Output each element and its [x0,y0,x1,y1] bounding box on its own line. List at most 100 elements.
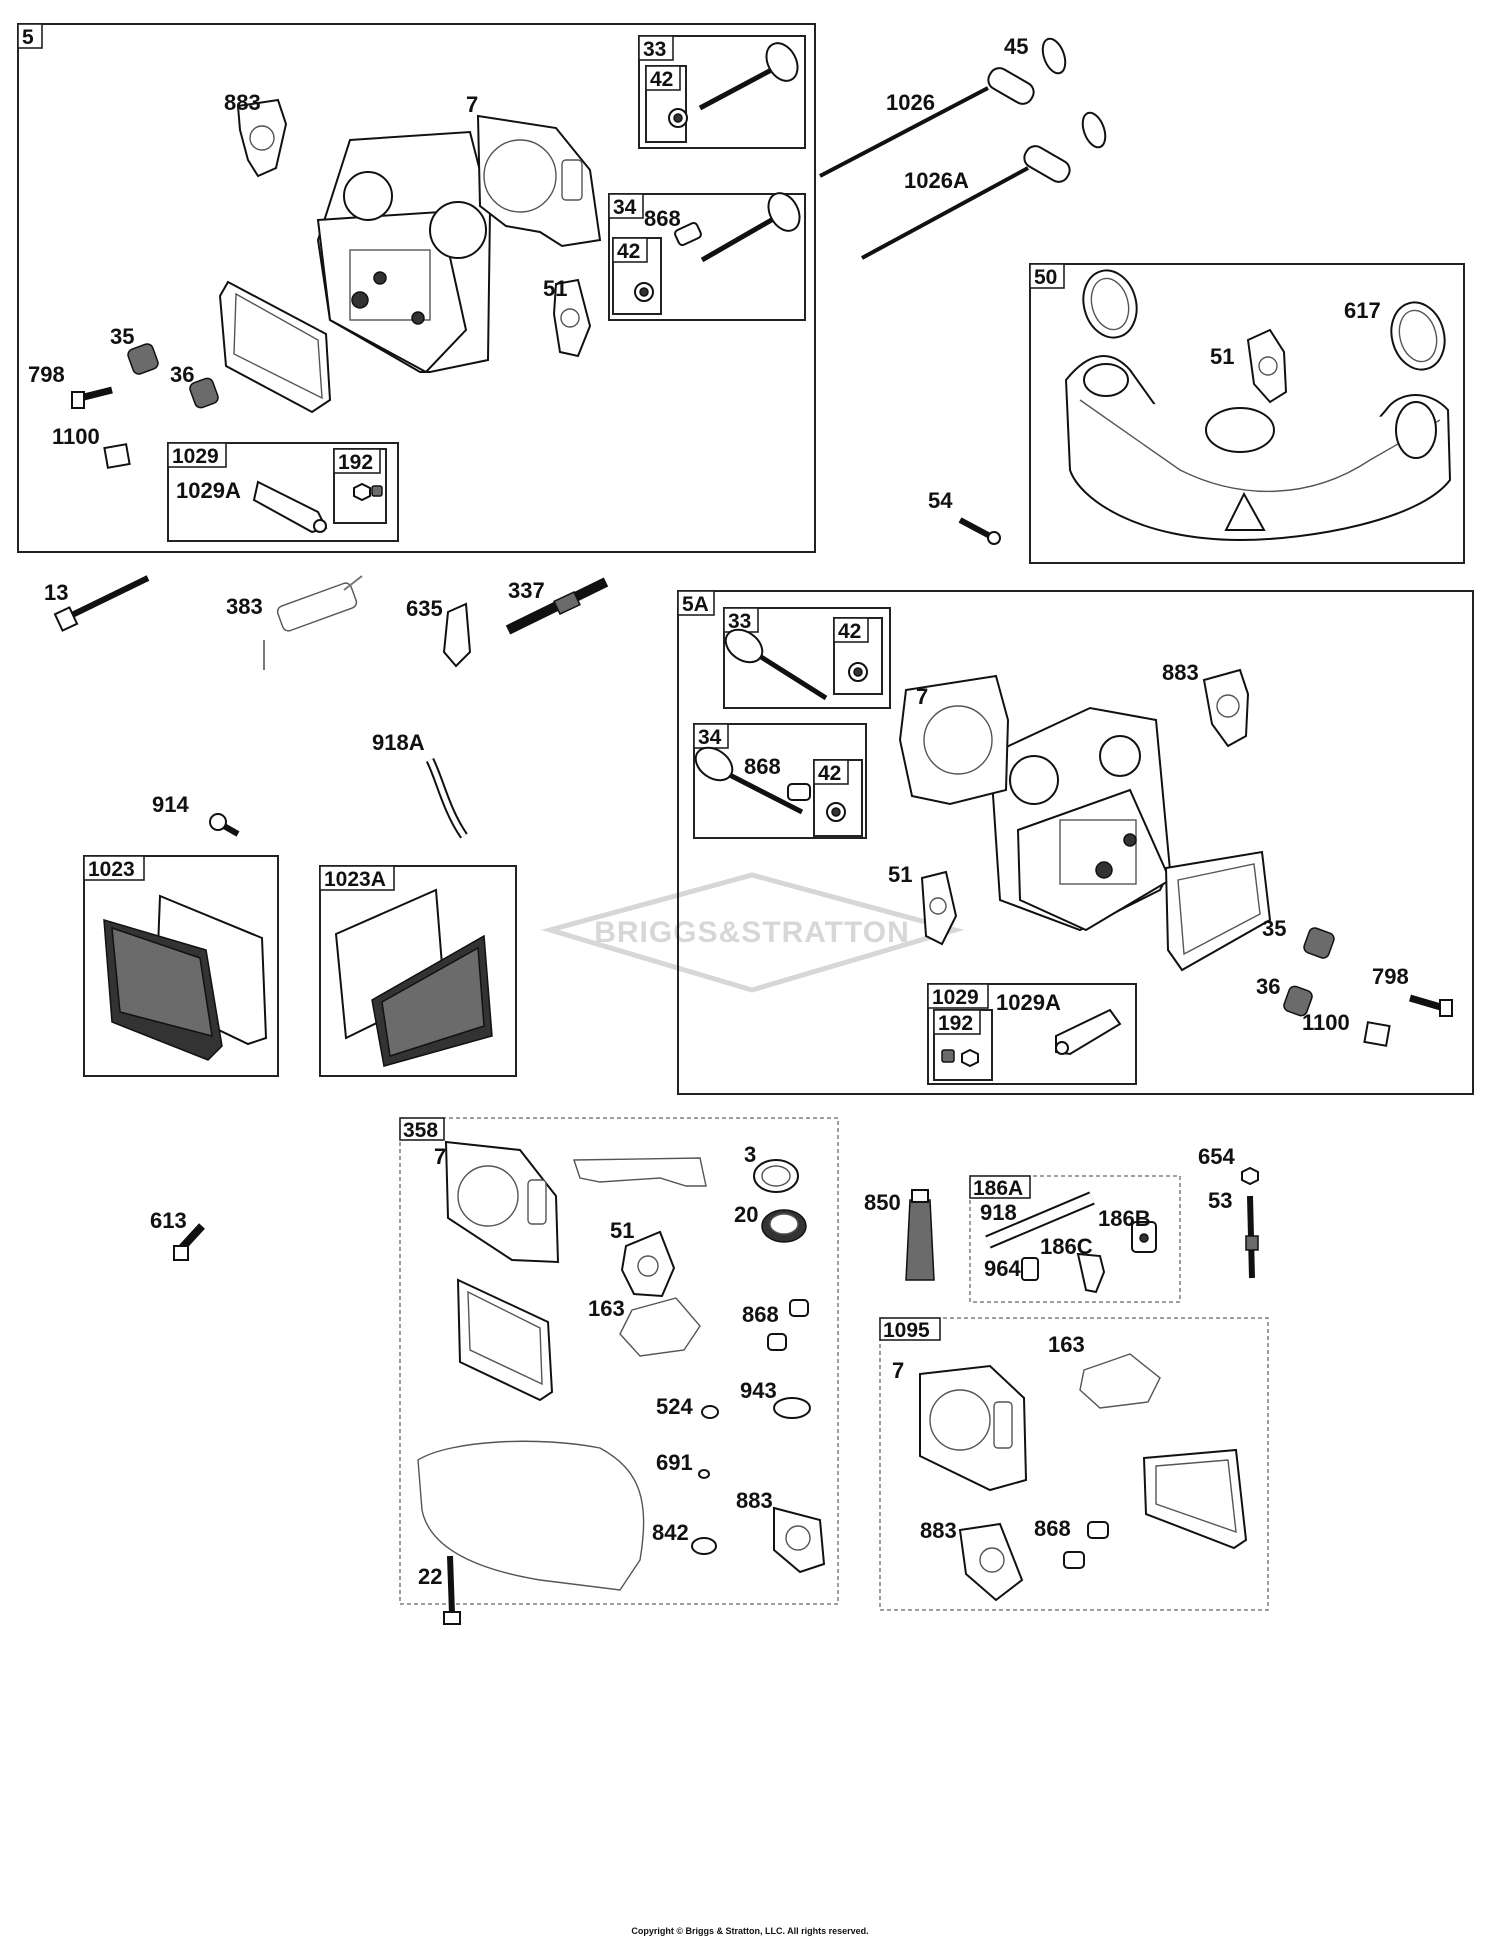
spring-36-icon [189,377,219,409]
push-rod-1026 [819,86,989,178]
group-5-34-42-tag: 42 [617,240,640,263]
label-54: 54 [928,488,953,513]
bolt-798-icon [71,386,113,409]
fitting-964-icon [1021,1257,1039,1281]
spring-36-icon [1283,985,1313,1017]
head-gasket-icon [476,114,602,248]
washer-691-icon [698,1469,710,1479]
o-ring-943-icon [773,1397,811,1419]
label-842: 842 [652,1520,689,1545]
breather-383-icon [263,575,363,670]
label-654: 654 [1198,1144,1235,1169]
loose-parts-row: 13 383 635 337 918A 914 [44,575,609,839]
nut-icon [941,1048,979,1068]
group-1023-valve-cover: 1023 [83,855,279,1077]
group-186a-breather-kit: 186A 918 186B 186C 964 [969,1175,1181,1303]
label-1026a: 1026A [904,168,969,193]
screw-914-icon [209,813,240,837]
group-5-33-42-tag: 42 [650,68,673,91]
label-35: 35 [1262,916,1286,941]
group-5a-33-tag: 33 [728,610,751,633]
group-5a-33-42-tag: 42 [838,620,861,643]
label-45: 45 [1004,34,1028,59]
label-524: 524 [656,1394,693,1419]
label-36: 36 [1256,974,1280,999]
group-1023-tag: 1023 [88,858,135,881]
label-7: 7 [466,92,478,117]
gasket-163-icon [1079,1353,1161,1409]
retainer-842-icon [691,1537,717,1555]
crankcase-gasket-icon [417,1440,645,1591]
lifter-1026a-icon [1023,111,1107,183]
oil-seal-20-icon [761,1209,807,1243]
group-5-tag: 5 [22,26,34,49]
nut-icon [353,482,383,502]
label-7: 7 [892,1358,904,1383]
gasket-883-icon [958,1522,1024,1602]
seal-868-icon [1063,1521,1109,1569]
gasket-163-icon [619,1297,701,1357]
label-20: 20 [734,1202,758,1227]
exhaust-gasket-icon [236,98,288,178]
label-36: 36 [170,362,194,387]
exhaust-valve-icon [724,628,828,701]
rocker-cover-gasket-icon [1142,1448,1248,1550]
rocker-arm-icon [1055,1008,1122,1056]
label-883: 883 [736,1488,773,1513]
valve-guide-icon [787,783,811,801]
fitting-186c-icon [1076,1252,1106,1294]
head-gasket-icon [919,1364,1028,1492]
exhaust-gasket-icon [1202,668,1250,748]
label-868: 868 [744,754,781,779]
label-798: 798 [1372,964,1409,989]
label-1026: 1026 [886,90,935,115]
label-617: 617 [1344,298,1381,323]
cylinder-head-icon [316,130,492,374]
spring-35-icon [127,343,159,375]
label-3: 3 [744,1142,756,1167]
label-1029a: 1029A [996,990,1061,1015]
clip-1100-icon [1363,1021,1391,1047]
valve-keeper-icon [826,802,846,822]
gasket-ring-617-icon [1390,301,1446,371]
label-7: 7 [916,684,928,709]
label-883: 883 [1162,660,1199,685]
group-5-34-tag: 34 [613,196,637,219]
label-1029a: 1029A [176,478,241,503]
group-1095-tag: 1095 [883,1319,930,1342]
spark-plug-337-icon [505,577,609,635]
label-850: 850 [864,1190,901,1215]
group-50-tag: 50 [1034,266,1057,289]
cylinder-head-icon [990,706,1172,932]
valve-keeper-icon [634,282,654,302]
label-22: 22 [418,1564,442,1589]
intake-valve-icon [700,192,801,263]
screw-54: 54 [928,488,1001,545]
gasket-883-icon [773,1506,826,1574]
label-964: 964 [984,1256,1021,1281]
group-358-gasket-set: 358 [399,1117,839,1625]
push-rod-1026a [861,166,1029,260]
group-5a-34-tag: 34 [698,726,722,749]
bolt-22-icon [443,1555,461,1625]
group-5a-192-tag: 192 [938,1012,973,1035]
push-rods: 45 1026 1026A [819,34,1107,260]
valve-186b-icon [1131,1221,1157,1253]
rocker-cover-gasket-icon [456,1278,554,1402]
group-50-intake-manifold: 50 617 51 [1029,263,1465,564]
label-51: 51 [1210,344,1234,369]
watermark-logo: BRIGGS&STRATTON [540,872,965,993]
group-358-tag: 358 [403,1119,438,1142]
label-53: 53 [1208,1188,1232,1213]
intake-gasket-icon [573,1157,707,1187]
bolt-798-icon [1409,994,1453,1017]
breather-tube-918a-icon [425,757,468,839]
watermark-text: BRIGGS&STRATTON [594,916,910,949]
group-5a-cylinder-head: 5A 33 42 34 42 1029 [677,590,1474,1095]
group-1023a-valve-cover: 1023A [319,865,517,1077]
label-51: 51 [610,1218,634,1243]
spring-35-icon [1303,927,1335,959]
manifold-icon [1064,355,1452,542]
exhaust-valve-icon [698,42,799,111]
bolt-13-icon [53,575,150,632]
